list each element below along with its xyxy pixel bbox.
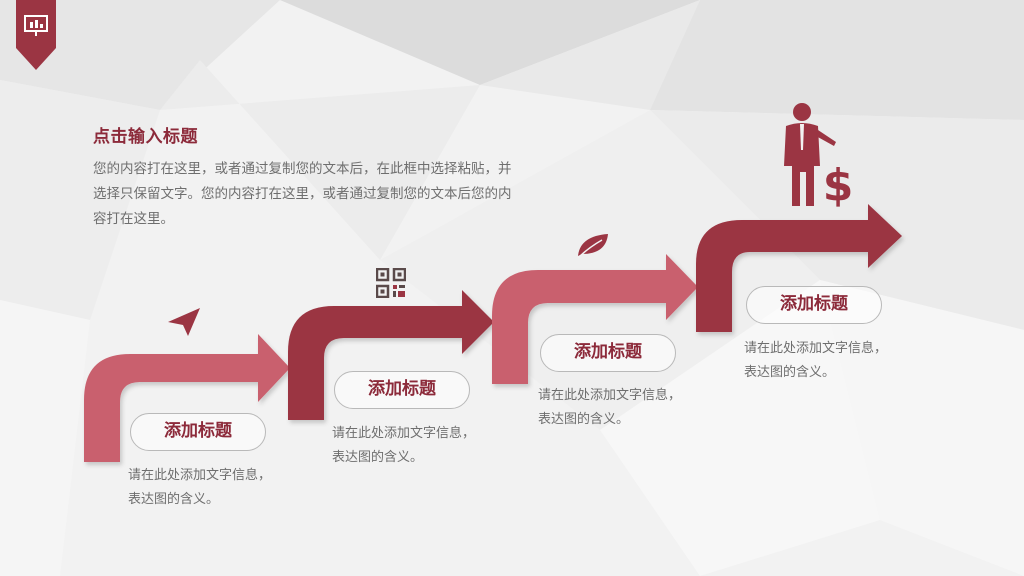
paper-plane-icon	[168, 308, 200, 336]
intro-block: 点击输入标题 您的内容打在这里，或者通过复制您的文本后，在此框中选择粘贴，并选择…	[93, 122, 523, 232]
qr-code-icon	[376, 268, 406, 298]
svg-text:$: $	[823, 160, 854, 210]
step-1-description: 请在此处添加文字信息，表达图的含义。	[128, 468, 272, 507]
step-3-title[interactable]: 添加标题	[540, 334, 676, 372]
step-3-description: 请在此处添加文字信息，表达图的含义。	[538, 388, 682, 427]
step-arrow-2	[288, 290, 494, 420]
intro-text: 您的内容打在这里，或者通过复制您的文本后，在此框中选择粘贴，并选择只保留文字。您…	[93, 161, 512, 227]
leaf-icon	[577, 234, 608, 259]
businessman-dollar-icon: $	[784, 103, 854, 210]
step-arrow-4	[696, 204, 902, 332]
intro-title: 点击输入标题	[93, 127, 198, 147]
step-arrow-1	[84, 334, 290, 462]
presentation-badge-icon	[16, 0, 56, 70]
step-arrow-3	[492, 254, 698, 384]
step-2-description: 请在此处添加文字信息，表达图的含义。	[332, 426, 476, 465]
step-4-description: 请在此处添加文字信息，表达图的含义。	[744, 341, 888, 380]
step-4-title[interactable]: 添加标题	[746, 286, 882, 324]
step-2-title[interactable]: 添加标题	[334, 371, 470, 409]
step-1-title[interactable]: 添加标题	[130, 413, 266, 451]
